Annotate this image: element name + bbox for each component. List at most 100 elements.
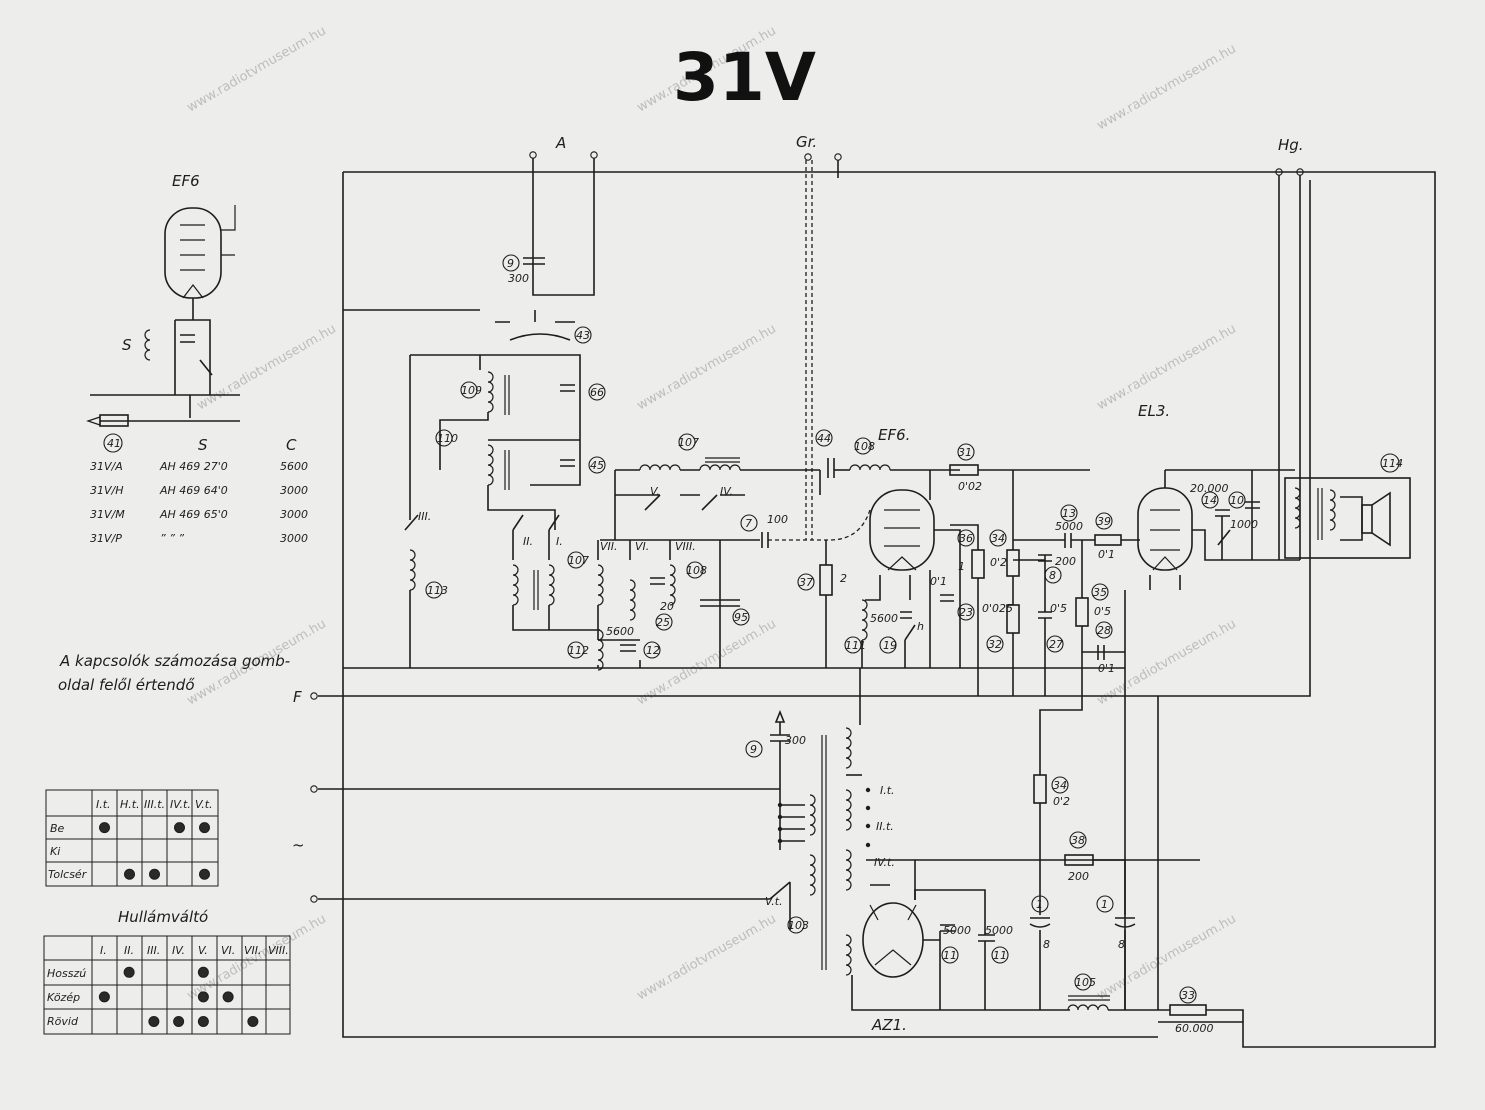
p11a-label: 11 bbox=[943, 949, 957, 962]
inset-row-c: 5600 bbox=[280, 460, 308, 473]
wave-contact-dot bbox=[148, 1016, 160, 1027]
p36-label: 36 bbox=[959, 532, 973, 545]
wave-contact-dot bbox=[247, 1016, 259, 1027]
switch-numbering-note: A kapcsolók számozása gomb- oldal felől … bbox=[58, 652, 290, 694]
svg-text:S: S bbox=[122, 336, 132, 354]
wave-col-header: VI. bbox=[221, 944, 235, 957]
switch-position-table: I.t. H.t. III.t. IV.t. V.t. Be Ki Tolcsé… bbox=[45, 789, 219, 887]
r34a-value: 0'2 bbox=[990, 556, 1007, 569]
field-label: F bbox=[293, 688, 302, 706]
watermark: www.radiotvmuseum.hu bbox=[1095, 616, 1239, 708]
p12-label: 12 bbox=[646, 644, 660, 657]
c13-value: 5000 bbox=[1055, 520, 1083, 533]
p45-label: 45 bbox=[590, 459, 604, 472]
az1-rectifier: AZ1. 11 5000 11 5000 bbox=[862, 889, 1013, 1034]
antenna-coil-section: 43 109 66 110 45 III. 113 bbox=[343, 309, 606, 668]
r35-value: 0'5 bbox=[1094, 605, 1111, 618]
p25-label: 25 bbox=[656, 616, 670, 629]
switch-VI-label: VI. bbox=[635, 540, 649, 553]
r37-value: 2 bbox=[840, 572, 847, 585]
p27-label: 27 bbox=[1049, 638, 1063, 651]
wave-contact-dot bbox=[173, 1016, 185, 1027]
switch-V-label: V. bbox=[650, 485, 660, 498]
switch-contact-dot bbox=[124, 868, 135, 880]
p108b-label: 108 bbox=[686, 564, 707, 577]
p108a-label: 108 bbox=[854, 440, 875, 453]
p1b-label: 1 bbox=[1101, 898, 1108, 911]
p28-label: 28 bbox=[1097, 624, 1111, 637]
r31-value: 0'02 bbox=[958, 480, 982, 493]
p37-label: 37 bbox=[799, 576, 813, 589]
inset-row-type: 31V/M bbox=[90, 508, 125, 521]
switch-h-label: h bbox=[917, 620, 924, 633]
wave-contact-dot bbox=[222, 991, 234, 1003]
p35-label: 35 bbox=[1093, 586, 1107, 599]
p23-label: 23 bbox=[959, 606, 973, 619]
p39-label: 39 bbox=[1097, 515, 1111, 528]
wave-col-header: II. bbox=[124, 944, 134, 957]
p105-label: 105 bbox=[1075, 976, 1096, 989]
inset-row-type: 31V/P bbox=[90, 532, 122, 545]
mains-terminals: ~ bbox=[292, 785, 318, 903]
c32-value: 0'025 bbox=[982, 602, 1013, 615]
p33-label: 33 bbox=[1181, 989, 1195, 1002]
watermark: www.radiotvmuseum.hu bbox=[635, 616, 779, 708]
p113-label: 113 bbox=[427, 584, 448, 597]
switch-VIII-label: VIII. bbox=[675, 540, 696, 553]
inset-c-header: C bbox=[286, 436, 297, 454]
p10-label: 10 bbox=[1230, 494, 1244, 507]
wave-contact-dot bbox=[98, 991, 110, 1003]
note-line-1: A kapcsolók számozása gomb- bbox=[59, 652, 290, 670]
switch-row-label: Ki bbox=[50, 845, 60, 858]
ef6-inset-label: EF6 bbox=[172, 172, 200, 190]
tap-Vt-label: V.t. bbox=[765, 895, 783, 908]
c11a-value: 5000 bbox=[943, 924, 971, 937]
inset-row-c: 3000 bbox=[280, 508, 308, 521]
rf-grid-circuit: 107 V. IV. 7 100 44 108 95 37 2 bbox=[600, 429, 960, 668]
p66-label: 66 bbox=[590, 386, 604, 399]
wave-col-header: III. bbox=[147, 944, 160, 957]
p38-label: 38 bbox=[1071, 834, 1085, 847]
p7-label: 7 bbox=[745, 517, 752, 530]
watermark: www.radiotvmuseum.hu bbox=[635, 321, 779, 413]
c9-top-label: 9 bbox=[507, 257, 514, 270]
wave-contact-dot bbox=[197, 991, 209, 1003]
note-line-2: oldal felől értendő bbox=[58, 676, 195, 694]
wave-contact-dot bbox=[123, 966, 135, 978]
p8-label: 8 bbox=[1049, 569, 1056, 582]
wave-col-header: VIII. bbox=[268, 944, 289, 957]
band-switch-coils: II. I. VII. VI. VIII. 107 20 25 108 5600… bbox=[512, 514, 707, 671]
c14-value: 20.000 bbox=[1190, 482, 1229, 495]
c11b-value: 5000 bbox=[985, 924, 1013, 937]
r38-value: 200 bbox=[1068, 870, 1089, 883]
inset-s-header: S bbox=[198, 436, 208, 454]
switch-IV-label: IV. bbox=[720, 485, 733, 498]
p19-label: 19 bbox=[883, 639, 897, 652]
wave-row-label: Hosszú bbox=[47, 967, 86, 980]
switch-row-label: Tolcsér bbox=[48, 868, 88, 881]
c28-value: 0'1 bbox=[1098, 662, 1115, 675]
output-transformer-speaker: 114 bbox=[1284, 453, 1411, 559]
inset-row-s: AH 469 65'0 bbox=[159, 508, 228, 521]
p112-label: 112 bbox=[568, 644, 589, 657]
switch-contact-dot bbox=[149, 868, 160, 880]
c12-value: 5600 bbox=[606, 625, 634, 638]
switch-row-label: Be bbox=[50, 822, 65, 835]
az1-label: AZ1. bbox=[871, 1016, 907, 1034]
chassis-frame bbox=[318, 171, 1436, 1048]
filter-network: 34 0'2 38 200 1 8 1 8 105 33 60.000 bbox=[1029, 696, 1244, 1035]
inset-pos-label: 41 bbox=[107, 437, 121, 450]
switch-col-header: V.t. bbox=[195, 798, 213, 811]
wave-row-label: Közép bbox=[47, 991, 80, 1004]
wave-col-header: I. bbox=[100, 944, 107, 957]
c111-value: 5600 bbox=[870, 612, 898, 625]
switch-contact-dot bbox=[99, 822, 110, 834]
p14-label: 14 bbox=[1203, 494, 1217, 507]
wave-col-header: V. bbox=[198, 944, 208, 957]
c9-bot-label: 9 bbox=[750, 743, 757, 756]
p43-label: 43 bbox=[576, 329, 590, 342]
p13-label: 13 bbox=[1062, 507, 1076, 520]
field-terminal: F bbox=[293, 688, 318, 706]
switch-col-header: IV.t. bbox=[170, 798, 191, 811]
